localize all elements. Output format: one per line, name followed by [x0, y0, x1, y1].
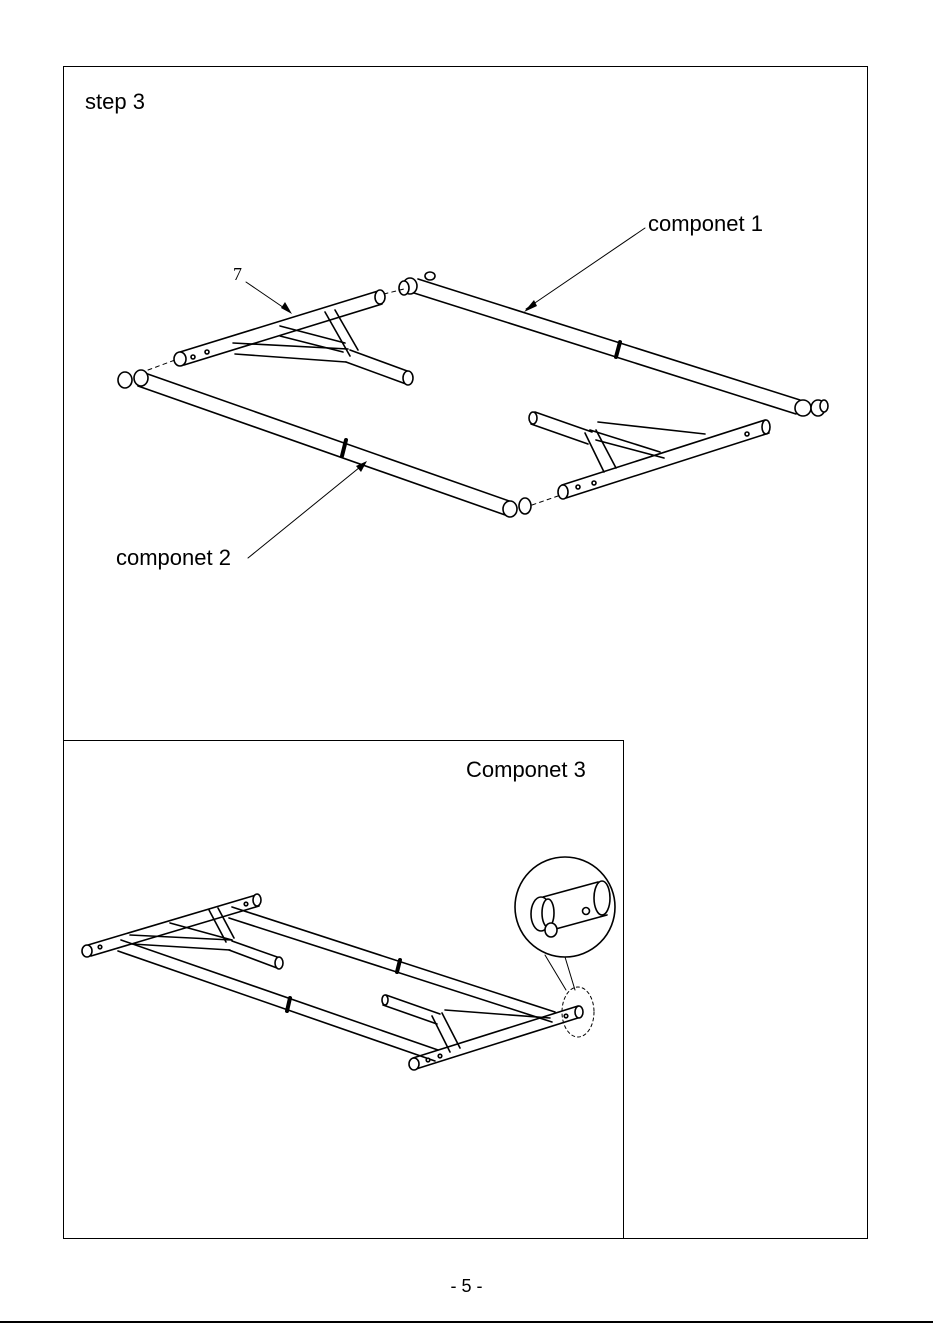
component-1-bar — [399, 272, 828, 416]
callout-part-7: 7 — [233, 264, 242, 284]
component-2-bar — [118, 370, 531, 517]
callout-component-2: componet 2 — [116, 546, 231, 570]
right-end-frame — [529, 412, 770, 499]
leader-arrows — [281, 300, 537, 472]
bottom-rule — [0, 1321, 933, 1323]
page-number: - 5 - — [0, 1276, 933, 1297]
callout-component-3: Componet 3 — [466, 758, 586, 782]
assembled-frame — [82, 894, 583, 1070]
leader-lines — [246, 228, 645, 558]
part-7-frame — [174, 290, 413, 385]
callout-component-1: componet 1 — [648, 212, 763, 236]
step-title: step 3 — [85, 90, 145, 114]
